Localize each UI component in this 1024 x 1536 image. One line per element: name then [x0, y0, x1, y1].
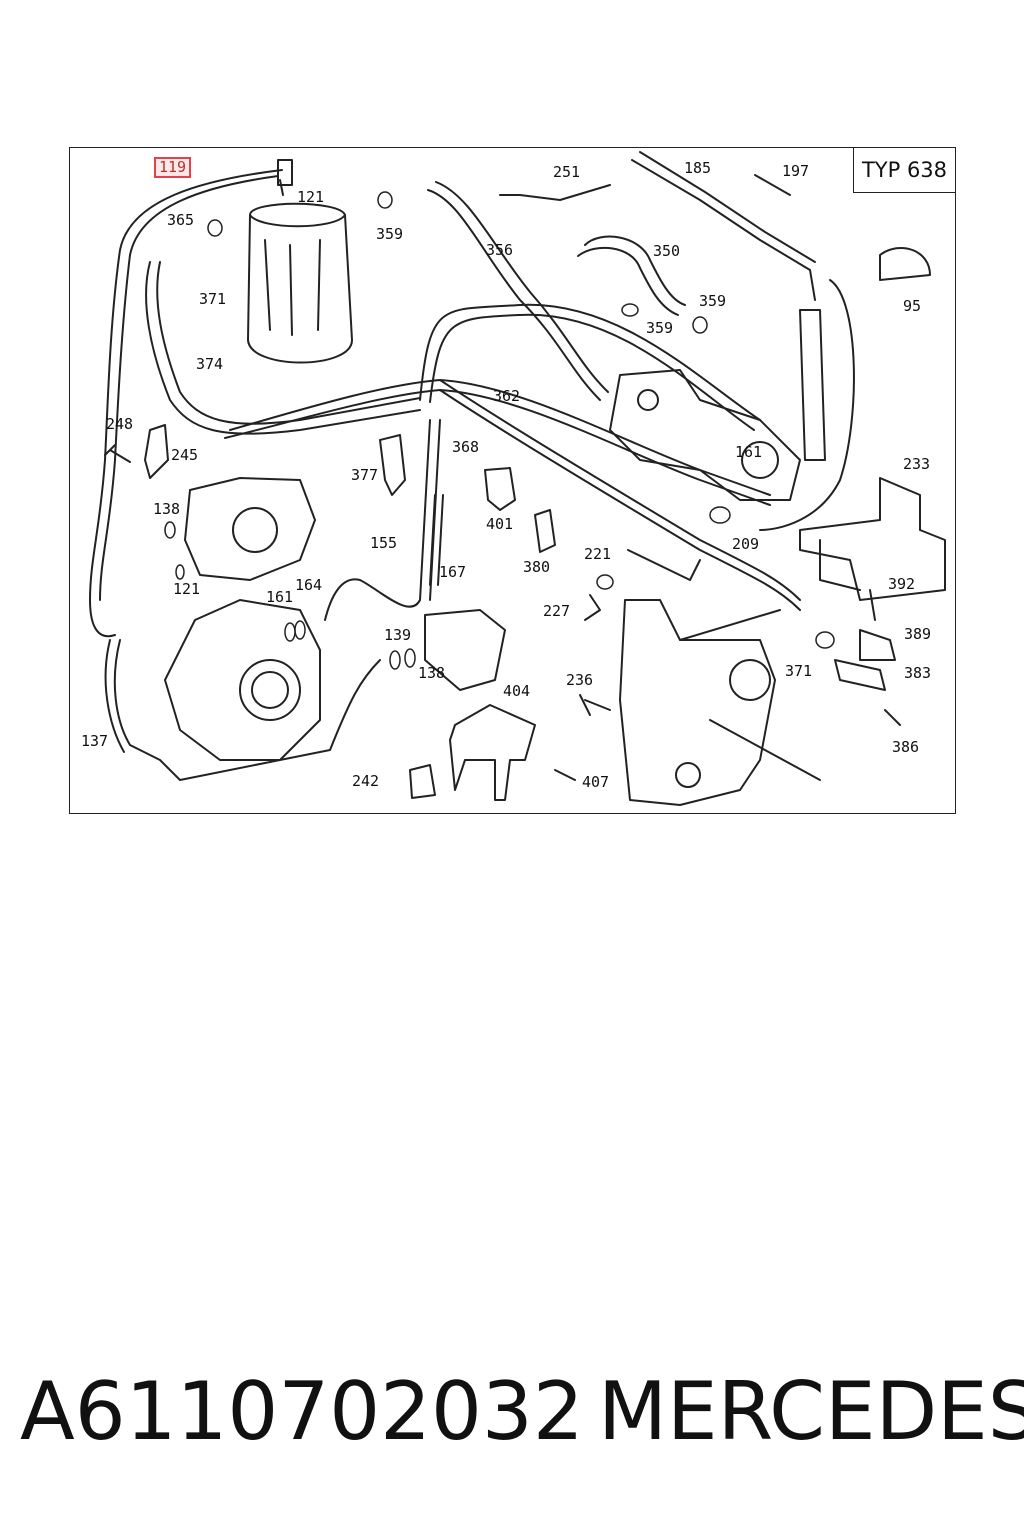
- callout-401: 401: [486, 515, 514, 533]
- callout-251: 251: [553, 163, 581, 181]
- callout-236: 236: [566, 671, 594, 689]
- part-number: A6110702032: [20, 1365, 584, 1458]
- fuel-line-119: [89, 169, 283, 638]
- callout-404: 404: [503, 682, 531, 700]
- model-type-label: TYP 638: [853, 148, 955, 193]
- callout-95: 95: [903, 297, 922, 315]
- callout-380: 380: [523, 558, 551, 576]
- callout-365: 365: [167, 211, 195, 229]
- callout-161-b: 161: [266, 588, 294, 606]
- callout-233: 233: [903, 455, 931, 473]
- callout-167: 167: [439, 563, 467, 581]
- callout-155: 155: [370, 534, 398, 552]
- brand-name: MERCEDES: [598, 1365, 1024, 1458]
- callout-121-b: 121: [173, 580, 201, 598]
- callout-359-c: 359: [646, 319, 674, 337]
- callout-139: 139: [384, 626, 412, 644]
- fuel-line-exploded-diagram: [89, 151, 946, 806]
- callout-209: 209: [732, 535, 760, 553]
- callout-371: 371: [199, 290, 227, 308]
- callout-368: 368: [452, 438, 480, 456]
- callout-119[interactable]: 119: [154, 157, 192, 178]
- callout-362: 362: [493, 387, 521, 405]
- callout-164: 164: [295, 576, 323, 594]
- fuel-filter: [247, 202, 353, 364]
- fuel-line-119-inner: [99, 175, 279, 601]
- callout-386: 386: [892, 738, 920, 756]
- callout-356: 356: [486, 241, 514, 259]
- callout-185: 185: [684, 159, 712, 177]
- callout-138-b: 138: [418, 664, 446, 682]
- callout-392: 392: [888, 575, 916, 593]
- callout-374: 374: [196, 355, 224, 373]
- callout-121: 121: [297, 188, 325, 206]
- callout-350: 350: [653, 242, 681, 260]
- callout-377: 377: [351, 466, 379, 484]
- callout-221: 221: [584, 545, 612, 563]
- callout-245: 245: [171, 446, 199, 464]
- callout-197: 197: [782, 162, 810, 180]
- callout-161: 161: [735, 443, 763, 461]
- callout-359: 359: [376, 225, 404, 243]
- callout-371-b: 371: [785, 662, 813, 680]
- callout-137: 137: [81, 732, 109, 750]
- callout-359-b: 359: [699, 292, 727, 310]
- callout-248: 248: [106, 415, 134, 433]
- callout-138: 138: [153, 500, 181, 518]
- callout-383: 383: [904, 664, 932, 682]
- callout-227: 227: [543, 602, 571, 620]
- callout-407: 407: [582, 773, 610, 791]
- callout-389: 389: [904, 625, 932, 643]
- callout-242: 242: [352, 772, 380, 790]
